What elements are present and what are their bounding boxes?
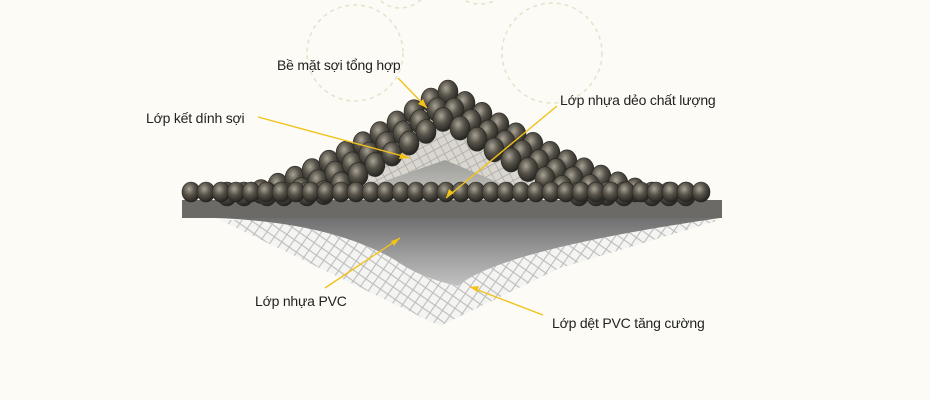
label-fiber-bond: Lớp kết dính sợi <box>146 110 245 126</box>
fiber-lump <box>691 181 711 203</box>
flexible-resin-layer <box>182 200 722 218</box>
decorative-circles <box>306 0 603 104</box>
label-surface-fiber: Bề mặt sợi tổng hợp <box>277 57 401 73</box>
arrowhead <box>391 238 400 246</box>
fiber-lump <box>449 115 471 141</box>
arrowhead <box>418 99 427 108</box>
fiber-lump <box>466 126 488 152</box>
label-flexible-resin: Lớp nhựa dẻo chất lượng <box>560 92 716 108</box>
fiber-lump <box>364 152 386 177</box>
pvc-sheet-layer <box>215 218 720 286</box>
deco-circle <box>462 0 498 5</box>
deco-circle <box>378 0 422 9</box>
deco-circle <box>306 4 404 102</box>
synthetic-fiber-surface <box>181 79 711 207</box>
fiber-lump <box>500 147 522 173</box>
arrowhead <box>446 189 454 198</box>
leader-arrowheads <box>391 99 479 292</box>
deco-circle <box>501 2 603 104</box>
leader-pvc-layer <box>324 237 401 289</box>
label-pvc-mesh: Lớp dệt PVC tăng cường <box>552 315 705 331</box>
leader-pvc-mesh <box>469 286 544 316</box>
fiber-lump <box>517 157 539 182</box>
arrowhead <box>470 286 479 292</box>
leader-fiber-bond <box>257 116 411 159</box>
arrowhead <box>399 153 410 159</box>
fiber-lump <box>415 119 437 144</box>
leader-flexible-resin <box>445 105 558 199</box>
fiber-lump <box>398 130 420 156</box>
label-pvc-layer: Lớp nhựa PVC <box>255 293 347 309</box>
